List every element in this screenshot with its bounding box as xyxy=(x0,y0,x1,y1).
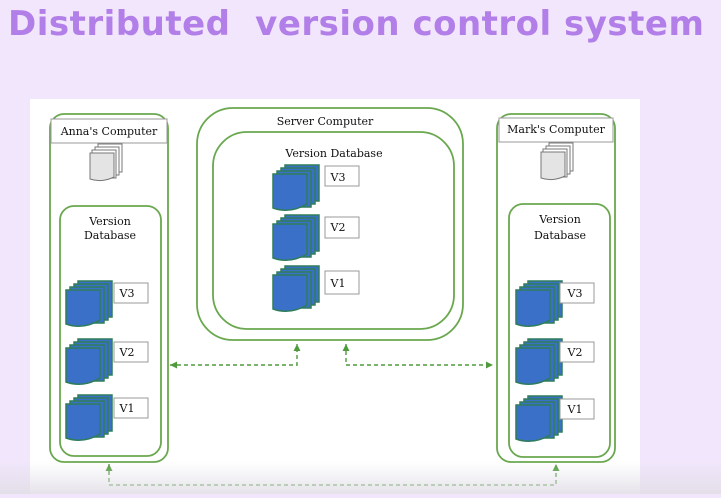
anna-v3-label: V3 xyxy=(119,287,135,300)
anna-v3-stack-icon xyxy=(65,280,113,327)
mark-v1-stack-icon xyxy=(515,395,563,442)
server-v3-stack-icon xyxy=(272,164,320,211)
server-computer-label: Server Computer xyxy=(277,115,374,128)
mark-v3-label: V3 xyxy=(567,287,583,300)
anna-mark-sync-arrow xyxy=(108,464,557,486)
anna-db-label-line2: Database xyxy=(84,229,136,242)
server-v2-label: V2 xyxy=(330,221,346,234)
anna-db-label-line1: Version xyxy=(88,215,131,228)
anna-server-sync-arrow xyxy=(170,344,298,366)
mark-computer: Mark's Computer Version Database V3 V2 V… xyxy=(496,113,616,463)
mark-v1-label: V1 xyxy=(567,403,583,416)
server-computer: Server Computer Version Database V3 V2 V… xyxy=(196,107,464,341)
mark-v3-stack-icon xyxy=(515,280,563,327)
mark-db-label-line1: Version xyxy=(538,213,581,226)
server-v1-label: V1 xyxy=(330,277,346,290)
arrowheads xyxy=(105,344,560,471)
mark-computer-label: Mark's Computer xyxy=(507,123,605,136)
anna-v1-stack-icon xyxy=(65,394,113,441)
anna-v2-label: V2 xyxy=(119,346,135,359)
anna-v1-label: V1 xyxy=(119,402,135,415)
slide-title: Distributed version control system xyxy=(8,4,705,44)
mark-db-label-line2: Database xyxy=(534,229,586,242)
server-v2-stack-icon xyxy=(272,214,320,261)
dvcs-diagram: Anna's Computer Version Database V3 V2 V… xyxy=(30,99,640,494)
server-v3-label: V3 xyxy=(330,171,346,184)
server-v1-stack-icon xyxy=(272,265,320,312)
mark-working-file-icon xyxy=(540,142,574,181)
mark-v2-stack-icon xyxy=(515,338,563,385)
anna-computer: Anna's Computer Version Database V3 V2 V… xyxy=(49,113,169,463)
server-db-label: Version Database xyxy=(284,147,382,160)
server-mark-sync-arrow xyxy=(345,344,493,366)
mark-v2-label: V2 xyxy=(567,346,583,359)
anna-v2-stack-icon xyxy=(65,338,113,385)
anna-working-file-icon xyxy=(89,143,123,182)
anna-computer-label: Anna's Computer xyxy=(60,125,158,138)
